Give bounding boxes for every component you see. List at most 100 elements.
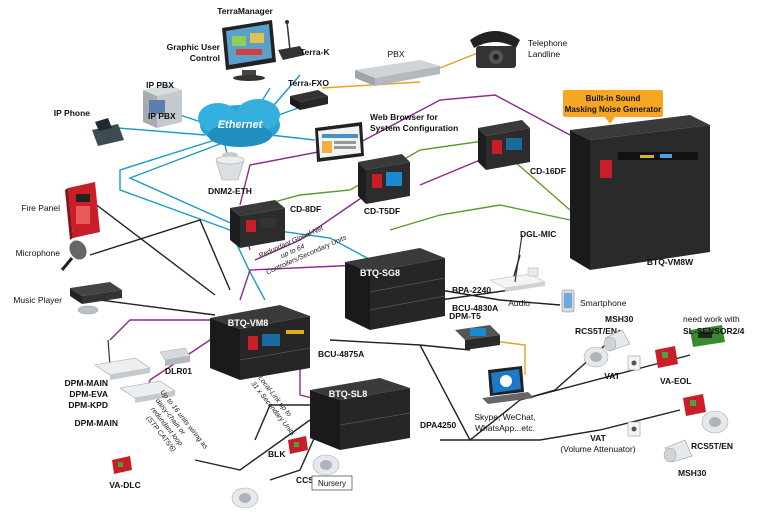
vat-bottom-label: VAT bbox=[590, 433, 607, 443]
rcs5t-en-bottom-label: RCS5T/EN bbox=[691, 441, 733, 451]
audio-label: Audio bbox=[508, 298, 530, 308]
cable-purple-cdt5df bbox=[254, 184, 381, 261]
cable-firepanel bbox=[89, 199, 216, 296]
smartphone-label: Smartphone bbox=[580, 298, 627, 308]
msh30-bottom-horn-icon bbox=[663, 439, 693, 463]
callout-line-1: Built-in Sound bbox=[586, 94, 641, 103]
va-eol-module-icon bbox=[655, 346, 678, 368]
ethernet-cloud: Ethernet bbox=[198, 99, 280, 147]
bcu-4830a-label: BCU-4830A bbox=[452, 303, 498, 313]
terra-k-label: Terra-K bbox=[300, 47, 330, 57]
dpm-eva-label: DPM-EVA bbox=[69, 389, 108, 399]
va-eol-module-2-icon bbox=[683, 394, 706, 416]
cable-eth-web bbox=[269, 134, 316, 141]
bcu-4875a-label: BCU-4875A bbox=[318, 349, 364, 359]
btq-sg8-label: BTQ-SG8 bbox=[360, 268, 400, 278]
cable-audio bbox=[439, 289, 561, 306]
msh30-top-horn-icon bbox=[603, 329, 631, 352]
dpm-main-label-2: DPM-MAIN bbox=[75, 418, 118, 428]
cable-speakers-left bbox=[194, 419, 311, 471]
microphone-label: Microphone bbox=[16, 248, 61, 258]
ip-phone-label: IP Phone bbox=[54, 108, 90, 118]
dnm2-eth-label: DNM2-ETH bbox=[208, 186, 252, 196]
ip-pbx-box-label: IP PBX bbox=[148, 111, 176, 121]
cable-purple-dpm bbox=[109, 319, 215, 341]
telephone-label: Telephone bbox=[528, 38, 568, 48]
web-browser-label-2: System Configuration bbox=[370, 123, 458, 133]
callout-line-2: Masking Noise Generator bbox=[565, 105, 661, 114]
rcs5t-en-bottom-speaker-icon bbox=[701, 410, 729, 434]
ip-pbx-label: IP PBX bbox=[146, 80, 174, 90]
landline-label: Landline bbox=[528, 49, 560, 59]
cd-8df-label: CD-8DF bbox=[290, 204, 321, 214]
terramanager-label: TerraManager bbox=[217, 6, 273, 16]
btq-sl8-label: BTQ-SL8 bbox=[329, 389, 368, 399]
btq-vm8w-label: BTQ-VM8W bbox=[647, 257, 694, 267]
skype-label: Skype, WeChat, bbox=[474, 412, 535, 422]
microphone-icon bbox=[60, 240, 87, 271]
cd-t5df-label: CD-T5DF bbox=[364, 206, 400, 216]
btq-vm8-label: BTQ-VM8 bbox=[228, 318, 269, 328]
terra-fxo-device-icon bbox=[290, 90, 328, 110]
cable-purple-sg8 bbox=[239, 264, 361, 301]
laptop-skype-icon bbox=[482, 366, 534, 404]
pbx-label: PBX bbox=[387, 49, 404, 59]
music-player-label: Music Player bbox=[13, 295, 62, 305]
btq-vm8w-cabinet-icon bbox=[570, 115, 710, 270]
cable-music bbox=[99, 299, 216, 316]
cable-eth-vm8 bbox=[119, 139, 266, 301]
web-browser-tablet-icon bbox=[315, 122, 364, 162]
dnm2-eth-icon bbox=[215, 152, 245, 181]
va-dlc-label: VA-DLC bbox=[109, 480, 140, 490]
vat-bottom-label-2: (Volume Attenuator) bbox=[560, 444, 635, 454]
terramanager-monitor-icon bbox=[222, 20, 276, 81]
btq-sl8-rack-icon bbox=[310, 378, 411, 450]
nursery-box: Nursery bbox=[311, 475, 353, 491]
vat-bottom-icon bbox=[627, 421, 641, 437]
local-link-note: Local-Link up to 31 x Secondary Units bbox=[249, 375, 296, 438]
sl-sensor-label: SL-SENSOR2/4 bbox=[683, 326, 745, 336]
vat-top-icon bbox=[627, 355, 641, 371]
ccs4-label: CCS4 bbox=[296, 475, 319, 485]
dgl-mic-icon bbox=[489, 234, 546, 292]
cable-speakers-bottom bbox=[440, 409, 681, 441]
cable-fxo-pbx bbox=[321, 81, 421, 89]
sl-sensor-icon bbox=[690, 325, 725, 347]
dpm-main-console-icon bbox=[94, 339, 176, 403]
rcs5t-en-top-speaker-icon bbox=[583, 346, 609, 368]
btq-sg8-rack-icon bbox=[345, 248, 446, 330]
dgl-mic-label: DGL-MIC bbox=[520, 229, 556, 239]
dpm-main-label: DPM-MAIN bbox=[65, 378, 108, 388]
bpa-2240-label: BPA-2240 bbox=[452, 285, 491, 295]
fire-panel-label: Fire Panel bbox=[21, 203, 60, 213]
va-eol-label: VA-EOL bbox=[660, 376, 691, 386]
cable-eth-ipphone bbox=[117, 127, 206, 136]
web-browser-label: Web Browser for bbox=[370, 112, 439, 122]
dpa4250-label: DPA4250 bbox=[420, 420, 456, 430]
fire-panel-icon bbox=[65, 182, 100, 240]
terra-fxo-label: Terra-FXO bbox=[288, 78, 329, 88]
cable-speakers-right bbox=[419, 344, 691, 442]
terra-k-device-icon bbox=[278, 20, 305, 60]
blk-module-icon bbox=[288, 436, 308, 454]
cable-purple-top bbox=[239, 94, 571, 206]
cd-16df-device-icon bbox=[478, 120, 530, 170]
gui-label-2: Control bbox=[190, 53, 220, 63]
ccs4-speaker-icon bbox=[312, 454, 340, 476]
smartphone-icon bbox=[561, 289, 575, 313]
ethernet-label: Ethernet bbox=[218, 119, 264, 131]
dpm-t5-console-icon bbox=[455, 325, 500, 350]
vat-top-label: VAT bbox=[604, 371, 621, 381]
skype-label-2: WhatsApp...etc. bbox=[475, 423, 535, 433]
cd-8df-device-icon bbox=[230, 200, 285, 248]
sound-masking-callout: Built-in Sound Masking Noise Generator bbox=[563, 90, 663, 124]
msh30-top-label: MSH30 bbox=[605, 314, 634, 324]
msh30-bottom-label: MSH30 bbox=[678, 468, 707, 478]
telephone-icon bbox=[470, 31, 520, 68]
cable-green-sg8 bbox=[389, 204, 571, 231]
pbx-switch-icon bbox=[355, 60, 440, 86]
gui-label: Graphic User bbox=[167, 42, 221, 52]
cd-t5df-device-icon bbox=[358, 154, 410, 204]
dlr01-icon bbox=[159, 347, 191, 366]
